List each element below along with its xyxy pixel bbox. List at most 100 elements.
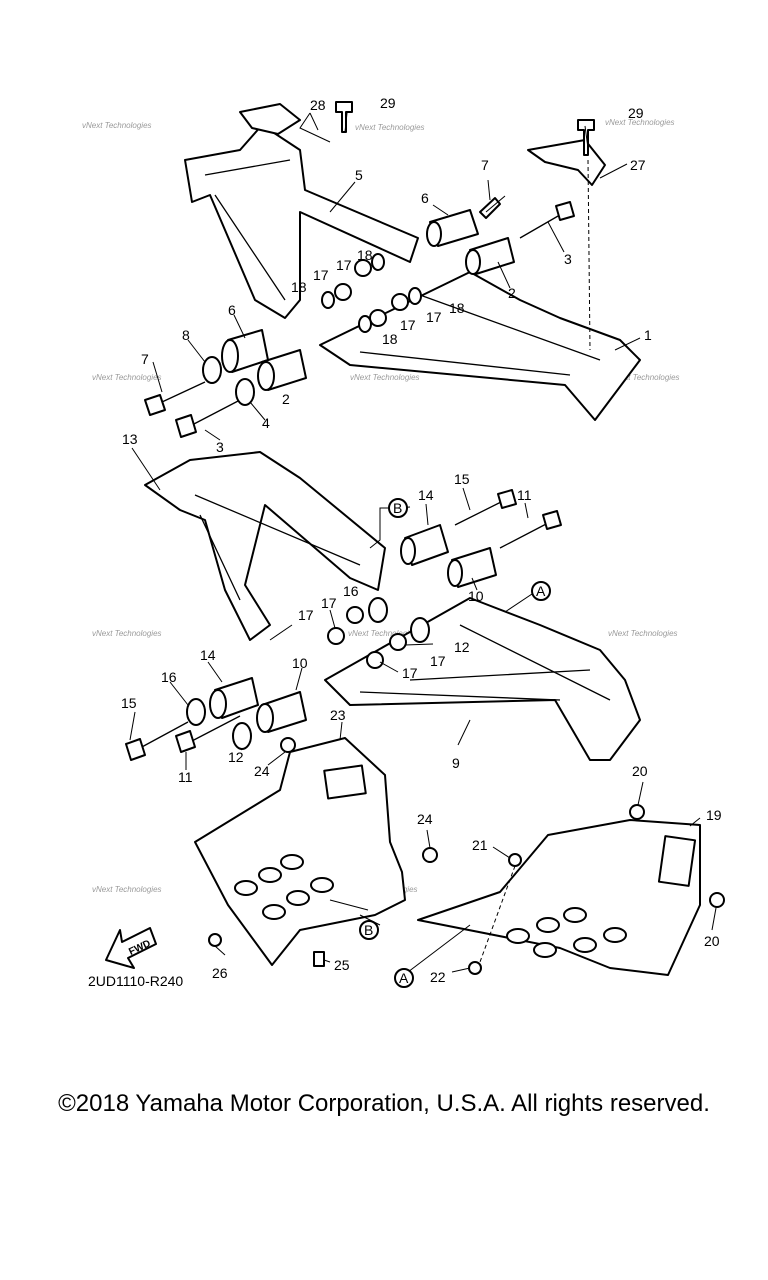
- callout-17: 17: [426, 309, 442, 325]
- callout-numbers: 1 2 2 3 3 4 5 6 6 7 7 8 9 10 10 11 11 12…: [121, 95, 722, 985]
- callout-2: 2: [282, 391, 290, 407]
- nut-17: [354, 259, 372, 277]
- fwd-arrow: FWD: [105, 927, 157, 969]
- callout-9: 9: [452, 755, 460, 771]
- callout-5: 5: [355, 167, 363, 183]
- washer-18: [408, 287, 422, 305]
- washer-8: [202, 356, 222, 384]
- callout-29: 29: [380, 95, 396, 111]
- callout-6: 6: [228, 302, 236, 318]
- watermark: vNext Technologies: [608, 629, 678, 638]
- pin-25: [313, 951, 325, 967]
- callout-11: 11: [178, 769, 193, 785]
- washer-12: [410, 617, 430, 643]
- nut-21: [508, 853, 522, 867]
- watermark: vNext Technologies: [605, 118, 675, 127]
- ref-letter-b: B: [393, 500, 402, 516]
- callout-20: 20: [704, 933, 720, 949]
- lower-arm-9: [324, 597, 641, 761]
- nut-17: [366, 651, 384, 669]
- nut-17: [369, 309, 387, 327]
- bracket-28: [239, 103, 301, 135]
- callout-15: 15: [454, 471, 470, 487]
- nut-17: [389, 633, 407, 651]
- watermark: vNext Technologies: [355, 123, 425, 132]
- watermark: vNext Technologies: [92, 373, 162, 382]
- callout-17: 17: [313, 267, 329, 283]
- guard-19: [417, 819, 701, 976]
- washer-12: [232, 722, 252, 750]
- callout-17: 17: [402, 665, 418, 681]
- fwd-arrow-icon: [105, 927, 157, 969]
- watermark: vNext Technologies: [350, 373, 420, 382]
- washer-16: [368, 597, 388, 623]
- callout-12: 12: [228, 749, 244, 765]
- lower-arm-assembly: [125, 451, 641, 761]
- bolt-15: [497, 489, 517, 509]
- bolt-22: [468, 961, 482, 975]
- ref-marker-b: [388, 498, 408, 518]
- callout-7: 7: [481, 157, 489, 173]
- bolt-29: [577, 119, 595, 156]
- callout-18: 18: [449, 300, 465, 316]
- ref-letter-a: A: [399, 970, 409, 986]
- callout-14: 14: [418, 487, 434, 503]
- callout-8: 8: [182, 327, 190, 343]
- bolt-11: [175, 730, 196, 753]
- bolt-24: [422, 847, 438, 863]
- bolt-15: [125, 738, 146, 761]
- callout-28: 28: [310, 97, 326, 113]
- callout-6: 6: [421, 190, 429, 206]
- callout-4: 4: [262, 415, 270, 431]
- callout-18: 18: [382, 331, 398, 347]
- nut-17: [391, 293, 409, 311]
- washer-4: [235, 378, 255, 406]
- reference-markers: B A B A: [359, 498, 551, 988]
- upper-arm-assembly: [144, 101, 641, 438]
- washer-18: [358, 315, 372, 333]
- callout-18: 18: [291, 279, 307, 295]
- bolt-26: [208, 933, 222, 947]
- callout-2: 2: [508, 285, 516, 301]
- nut-17: [346, 606, 364, 624]
- callout-23: 23: [330, 707, 346, 723]
- bracket-27: [527, 139, 606, 186]
- watermark: vNext Technologies: [82, 121, 152, 130]
- bolt-20: [709, 892, 725, 908]
- bolt-29: [335, 101, 353, 133]
- callout-10: 10: [468, 588, 484, 604]
- bolt-3: [555, 201, 575, 221]
- parts-exploded-diagram: vNext Technologies vNext Technologies vN…: [82, 95, 725, 989]
- callout-17: 17: [400, 317, 416, 333]
- callout-7: 7: [141, 351, 149, 367]
- callout-10: 10: [292, 655, 308, 671]
- diagram-code: 2UD1110-R240: [88, 973, 183, 989]
- copyright-notice: ©2018 Yamaha Motor Corporation, U.S.A. A…: [58, 1090, 710, 1117]
- bolt-3: [175, 414, 197, 438]
- ref-marker-b: [359, 920, 379, 940]
- callout-25: 25: [334, 957, 350, 973]
- bolt-11: [542, 510, 562, 530]
- callout-26: 26: [212, 965, 228, 981]
- leader-lines: [129, 112, 717, 973]
- washer-18: [321, 291, 335, 309]
- callout-17: 17: [298, 607, 314, 623]
- callout-17: 17: [430, 653, 446, 669]
- ref-marker-a: [531, 581, 551, 601]
- ref-marker-a: [394, 968, 414, 988]
- washer-18: [371, 253, 385, 271]
- callout-24: 24: [417, 811, 433, 827]
- ref-letter-a: A: [536, 583, 546, 599]
- watermark: vNext Technologies: [92, 885, 162, 894]
- callout-11: 11: [517, 487, 532, 503]
- callout-17: 17: [336, 257, 352, 273]
- callout-13: 13: [122, 431, 138, 447]
- callout-12: 12: [454, 639, 470, 655]
- callout-22: 22: [430, 969, 446, 985]
- bolt-20: [629, 804, 645, 820]
- callout-14: 14: [200, 647, 216, 663]
- bolt-7: [144, 394, 166, 416]
- watermark: vNext Technologies: [610, 373, 680, 382]
- callout-17: 17: [321, 595, 337, 611]
- callout-29: 29: [628, 105, 644, 121]
